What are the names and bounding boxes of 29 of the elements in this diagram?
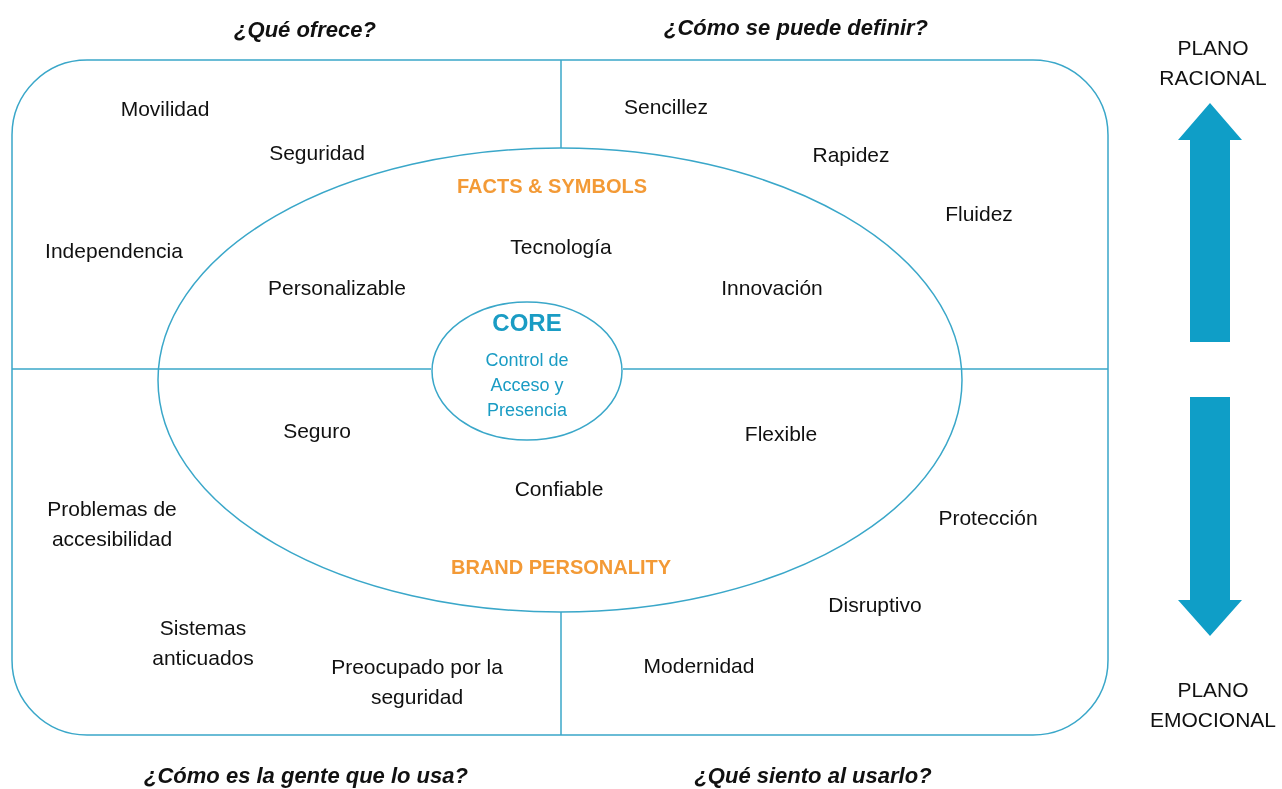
attribute-text: Movilidad <box>120 95 210 122</box>
core-ellipse <box>431 301 623 441</box>
attribute-text: Preocupado por la seguridad <box>330 653 504 710</box>
question-heading: ¿Cómo se puede definir? <box>664 14 928 43</box>
attribute-text: Seguro <box>283 417 351 444</box>
attribute-text: Fluidez <box>945 200 1013 227</box>
attribute-text: Flexible <box>744 420 818 447</box>
attribute-text: Innovación <box>721 274 823 301</box>
axis-label: PLANO RACIONAL <box>1158 34 1268 91</box>
attribute-text: Modernidad <box>643 652 755 679</box>
heading-text: CORE <box>492 308 562 339</box>
attribute-text: Disruptivo <box>828 591 922 618</box>
attribute-text: Personalizable <box>268 274 406 301</box>
attribute-text: Seguridad <box>269 139 365 166</box>
heading-text: FACTS & SYMBOLS <box>457 174 647 199</box>
attribute-text: Protección <box>938 504 1038 531</box>
attribute-text: Sistemas anticuados <box>151 614 255 671</box>
attribute-text: Tecnología <box>510 233 612 260</box>
attribute-text: Problemas de accesibilidad <box>46 495 178 552</box>
attribute-text: Sencillez <box>624 93 708 120</box>
axis-label: PLANO EMOCIONAL <box>1149 676 1277 733</box>
subheading-text: Control de Acceso y Presencia <box>484 349 570 423</box>
subheading-text: BRAND PERSONALITY <box>451 555 671 580</box>
attribute-text: Independencia <box>45 237 183 264</box>
attribute-text: Rapidez <box>812 141 890 168</box>
question-heading: ¿Qué siento al usarlo? <box>694 762 932 789</box>
question-heading: ¿Qué ofrece? <box>234 16 376 45</box>
question-heading: ¿Cómo es la gente que lo usa? <box>144 762 468 789</box>
attribute-text: Confiable <box>514 475 604 502</box>
